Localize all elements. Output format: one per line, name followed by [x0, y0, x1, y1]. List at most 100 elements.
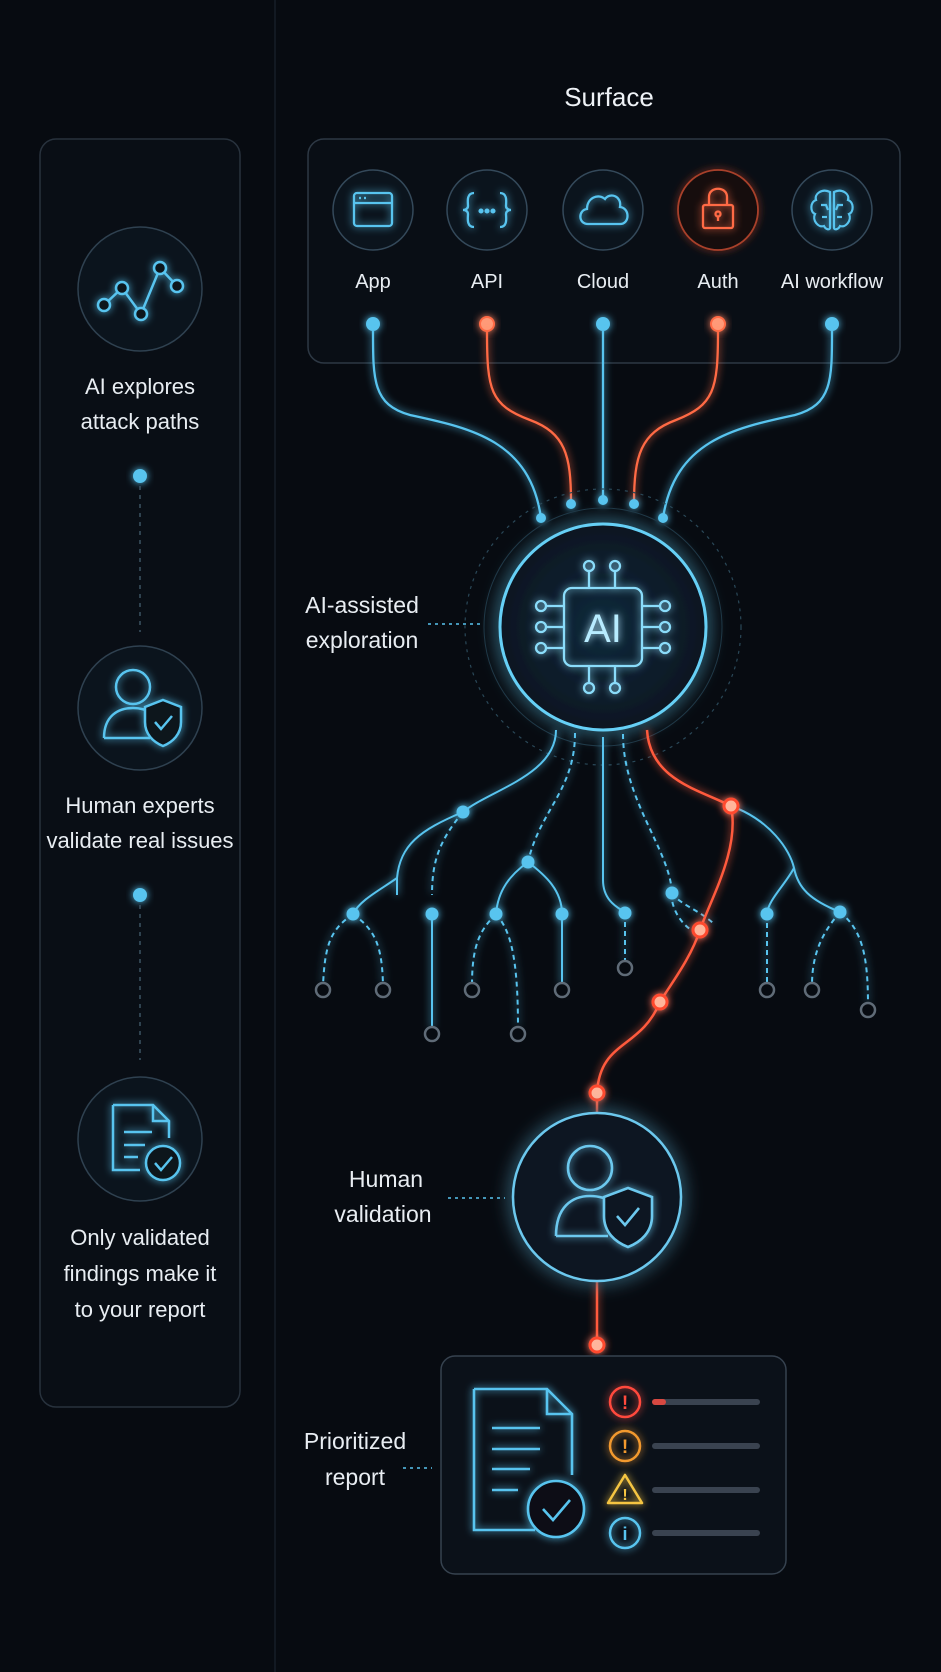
validation-label: Human	[349, 1166, 423, 1192]
attack-node	[588, 1084, 606, 1102]
sidebar-step-validate: Human experts validate real issues	[46, 645, 234, 853]
tree-branch	[471, 913, 497, 986]
tree-node	[555, 907, 569, 921]
core-label: AI-assisted	[305, 592, 419, 618]
surface-port-dot	[479, 316, 495, 332]
validation-annotation: Human validation	[334, 1166, 505, 1227]
severity-symbol: !	[622, 1437, 628, 1458]
link-auth	[632, 330, 720, 505]
attack-node	[588, 1336, 606, 1354]
surface-port-dot	[710, 316, 726, 332]
surface-port-dot	[366, 317, 380, 331]
attack-node	[722, 797, 740, 815]
link-app	[371, 330, 543, 519]
tree-branch	[730, 805, 841, 913]
app-window-icon	[352, 191, 394, 228]
path-graph-icon	[96, 260, 185, 322]
link-api	[485, 330, 573, 503]
core-label: exploration	[306, 627, 419, 653]
tree-leaf	[616, 959, 634, 977]
tree-branch	[322, 913, 354, 986]
severity-bar	[652, 1530, 760, 1536]
severity-bar	[652, 1487, 760, 1493]
tree-leaves	[314, 959, 877, 1043]
attack-node	[691, 921, 709, 939]
severity-symbol: !	[622, 1487, 627, 1504]
report-panel: ! ! ! i	[440, 1355, 787, 1575]
severity-bar	[652, 1399, 760, 1405]
core-port-dots	[536, 495, 668, 523]
surface-item-app: App	[332, 169, 414, 293]
tree-node	[456, 805, 470, 819]
tree-leaf	[859, 1001, 877, 1019]
tree-node	[425, 907, 439, 921]
tree-branch	[622, 733, 673, 894]
severity-bar-accent	[652, 1399, 666, 1405]
user-shield-icon	[554, 1144, 654, 1249]
sidebar-step-label: AI explores	[85, 374, 195, 399]
surface-item-api: API	[446, 169, 528, 293]
tree-leaf	[463, 981, 481, 999]
severity-row-medium: !	[606, 1473, 760, 1505]
validation-label: validation	[334, 1201, 431, 1227]
document-check-icon	[111, 1103, 182, 1182]
tree-leaf	[758, 981, 776, 999]
tree-leaf	[553, 981, 571, 999]
severity-critical-icon	[608, 1385, 642, 1419]
tree-branch	[462, 729, 557, 813]
sidebar-step-explore: AI explores attack paths	[77, 226, 203, 434]
sidebar-step-label: findings make it	[64, 1261, 217, 1286]
severity-row-high: !	[608, 1429, 760, 1463]
report-label: Prioritized	[304, 1428, 406, 1454]
human-validation	[511, 1111, 683, 1283]
lock-icon	[701, 187, 735, 230]
tree-branch	[352, 913, 384, 986]
sidebar-step-icon-circle	[77, 226, 203, 352]
severity-symbol: !	[622, 1393, 628, 1414]
sidebar: AI explores attack paths Human experts v…	[39, 138, 241, 1408]
tree-branch	[495, 861, 529, 915]
tree-node	[618, 906, 632, 920]
surface-port-dot	[596, 317, 610, 331]
surface-item-auth: Auth	[677, 169, 759, 293]
tree-branch	[396, 811, 464, 895]
tree-branch	[431, 811, 464, 896]
tree-node	[760, 907, 774, 921]
ai-core: AI	[464, 488, 742, 766]
surface-item-label: AI workflow	[781, 271, 884, 293]
core-annotation: AI-assisted exploration	[305, 592, 483, 653]
tree-branch	[602, 737, 626, 914]
surface-item-ai-workflow: AI workflow	[781, 169, 884, 293]
severity-info-icon	[608, 1516, 642, 1550]
sidebar-connector-dot	[133, 888, 147, 902]
report-label: report	[325, 1464, 386, 1490]
brain-icon	[810, 189, 854, 231]
tree-branch	[527, 732, 576, 863]
tree-leaf	[803, 981, 821, 999]
sidebar-step-label: to your report	[75, 1297, 206, 1322]
surface-section: Surface App API	[307, 82, 901, 364]
surface-item-cloud: Cloud	[562, 169, 644, 293]
chip-icon	[534, 559, 672, 695]
tree-branch	[766, 867, 795, 915]
sidebar-step-label: Only validated	[70, 1225, 209, 1250]
tree-node	[833, 905, 847, 919]
attack-path-segment	[698, 805, 734, 931]
tree-leaf	[509, 1025, 527, 1043]
sidebar-panel	[39, 138, 241, 1408]
tree-branch	[495, 913, 519, 1029]
tree-branch	[352, 877, 398, 915]
core-circle	[498, 522, 708, 732]
report-card	[440, 1355, 787, 1575]
report-document-icon	[472, 1387, 586, 1539]
chip-label: AI	[584, 607, 622, 651]
tree-branch	[811, 911, 841, 986]
tree-node	[346, 907, 360, 921]
surface-title: Surface	[564, 82, 654, 112]
surface-item-label: Auth	[697, 271, 738, 293]
sidebar-step-label: validate real issues	[46, 828, 233, 853]
tree-leaf	[374, 981, 392, 999]
tree-leaf	[423, 1025, 441, 1043]
tree-branch	[670, 892, 696, 933]
